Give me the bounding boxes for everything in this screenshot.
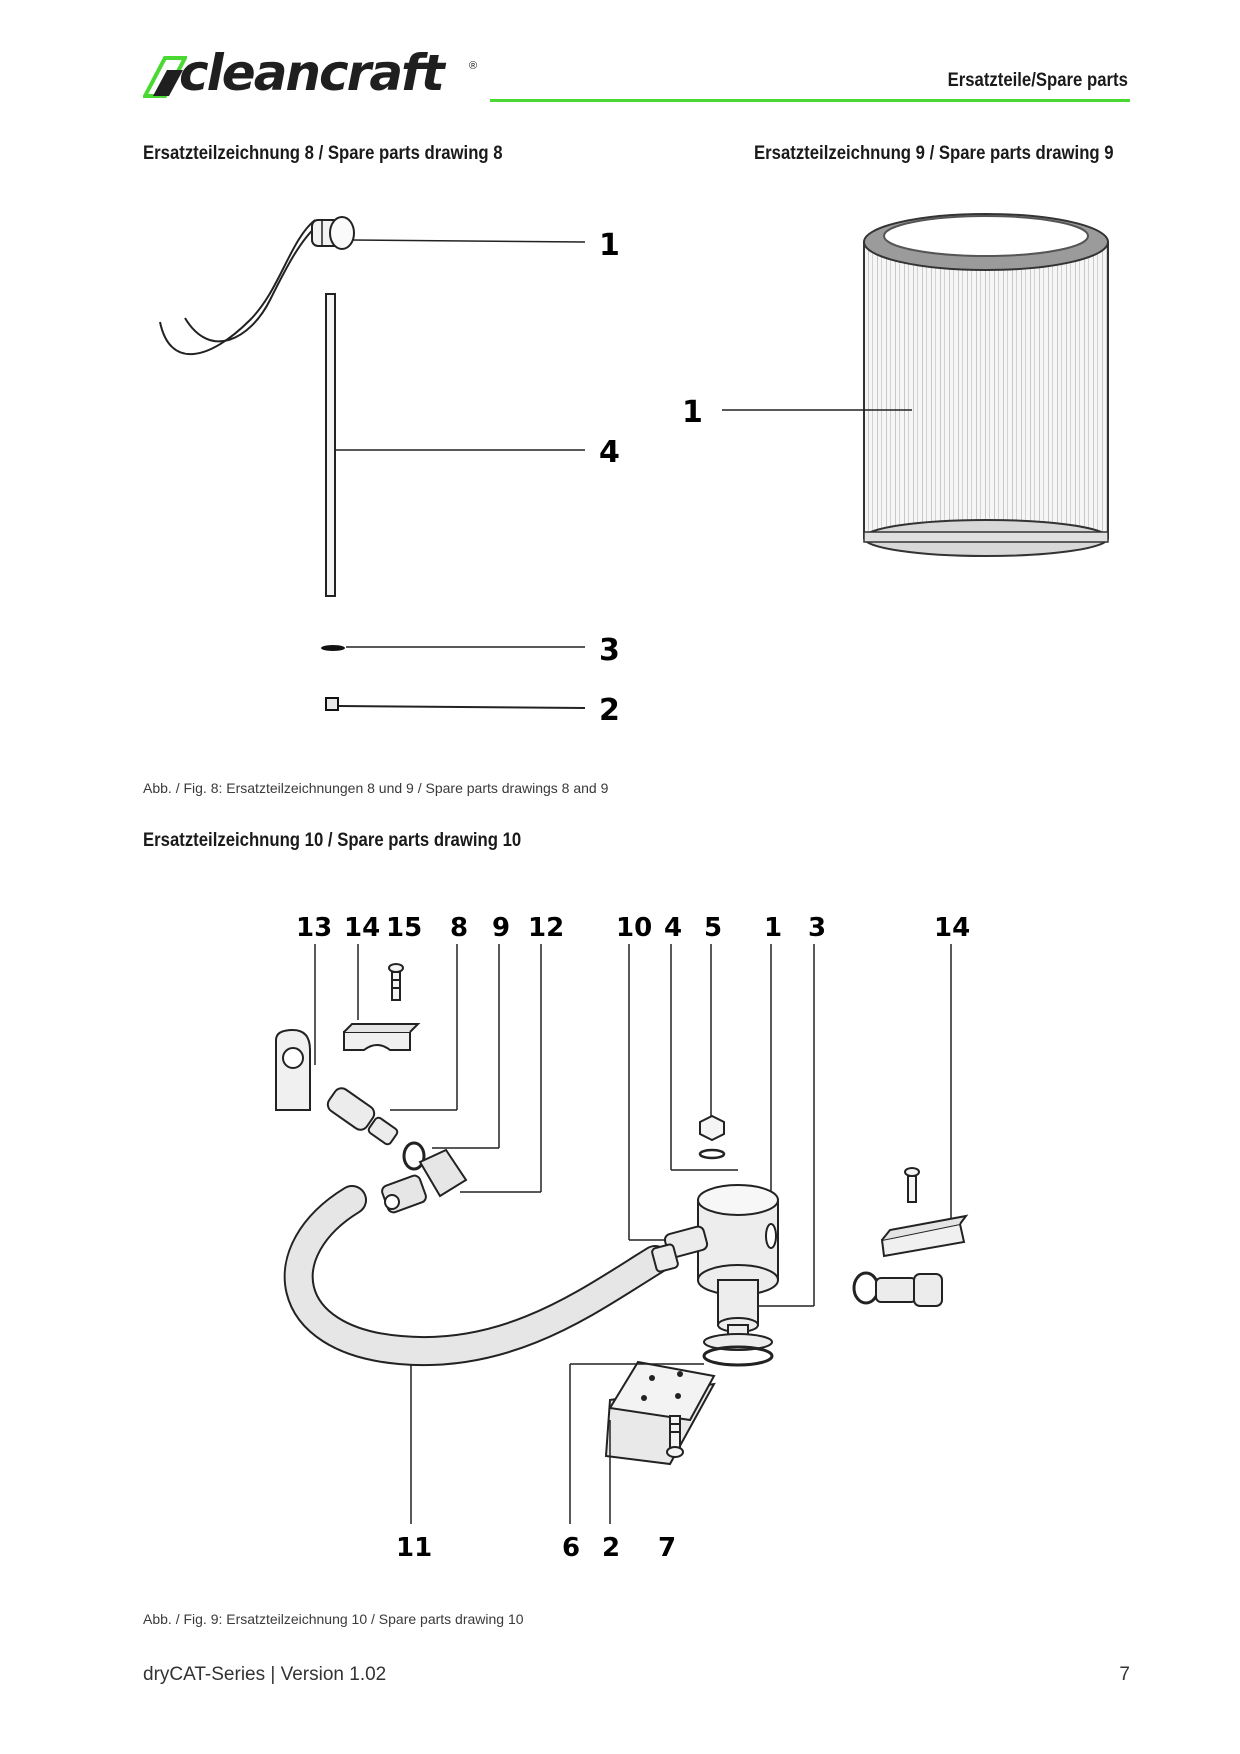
figure-9-caption: Abb. / Fig. 9: Ersatzteilzeichnung 10 / … <box>143 1611 524 1627</box>
screw-part-15 <box>388 963 404 1001</box>
logo-registered-mark: ® <box>469 60 478 72</box>
callout-10-12: 12 <box>528 913 564 943</box>
bracket-part-13 <box>275 1028 311 1111</box>
drawing-8-illustration: 1 4 3 2 <box>159 216 620 728</box>
screw-part-14-right <box>904 1167 920 1203</box>
callout-10-7: 7 <box>658 1533 676 1563</box>
plate-part-2 <box>604 1360 716 1466</box>
callout-9-1: 1 <box>682 395 703 430</box>
callout-10-15: 15 <box>386 913 422 943</box>
page-number: 7 <box>1119 1664 1130 1685</box>
callout-10-8: 8 <box>450 913 468 943</box>
callout-10-3: 3 <box>808 913 826 943</box>
drawing-8-title: Ersatzteilzeichnung 8 / Spare parts draw… <box>143 143 503 164</box>
elbow-part-12 <box>381 1148 468 1214</box>
cord-line <box>159 219 316 356</box>
clamp-part-14-left <box>343 1023 421 1051</box>
nut-part-2 <box>325 697 339 711</box>
callout-10-10: 10 <box>616 913 652 943</box>
callout-10-1: 1 <box>764 913 782 943</box>
callout-8-2: 2 <box>599 693 620 728</box>
callout-10-5: 5 <box>704 913 722 943</box>
o-ring-part-3 <box>321 645 345 651</box>
gasket-part-6 <box>702 1345 774 1367</box>
rod-part-4 <box>325 293 336 597</box>
header-divider <box>490 99 1130 102</box>
filter-cartridge-part-1 <box>863 213 1109 557</box>
drawing-9-illustration: 1 <box>682 213 1109 557</box>
callout-10-9: 9 <box>492 913 510 943</box>
callout-8-1: 1 <box>599 228 620 263</box>
cap-part-1 <box>311 216 355 250</box>
nipple-part-right <box>852 1271 943 1307</box>
callout-8-3: 3 <box>599 633 620 668</box>
callout-10-4: 4 <box>664 913 682 943</box>
callout-10-13: 13 <box>296 913 332 943</box>
ring-part-9 <box>402 1141 426 1171</box>
separator-body-part-1 <box>697 1184 779 1351</box>
drawing-10-title: Ersatzteilzeichnung 10 / Spare parts dra… <box>143 830 522 851</box>
screw-part-7 <box>666 1415 684 1458</box>
clamp-part-14-right <box>880 1214 969 1258</box>
nipple-part-10 <box>651 1225 709 1273</box>
drawing-10-illustration: 13 14 15 8 9 12 10 4 5 1 3 14 <box>275 913 970 1563</box>
callout-10-6: 6 <box>562 1533 580 1563</box>
logo-wordmark: cleancraft <box>179 44 445 102</box>
callout-10-14b: 14 <box>934 913 970 943</box>
fitting-part-8 <box>326 1087 399 1146</box>
callout-8-4: 4 <box>599 435 620 470</box>
hose-part-11 <box>285 1187 668 1365</box>
page-section-title: Ersatzteile/Spare parts <box>947 70 1128 91</box>
callout-10-11: 11 <box>396 1533 432 1563</box>
nut-part-5 <box>699 1114 725 1142</box>
brand-logo: cleancraft ® <box>143 44 483 108</box>
figure-8-caption: Abb. / Fig. 8: Ersatzteilzeichnungen 8 u… <box>143 780 609 796</box>
ring-part-4 <box>698 1148 726 1160</box>
drawing-9-title: Ersatzteilzeichnung 9 / Spare parts draw… <box>754 143 1114 164</box>
logo-mark-icon <box>143 56 187 98</box>
callout-10-14a: 14 <box>344 913 380 943</box>
footer-series: dryCAT-Series | Version 1.02 <box>143 1664 387 1685</box>
callout-10-2: 2 <box>602 1533 620 1563</box>
